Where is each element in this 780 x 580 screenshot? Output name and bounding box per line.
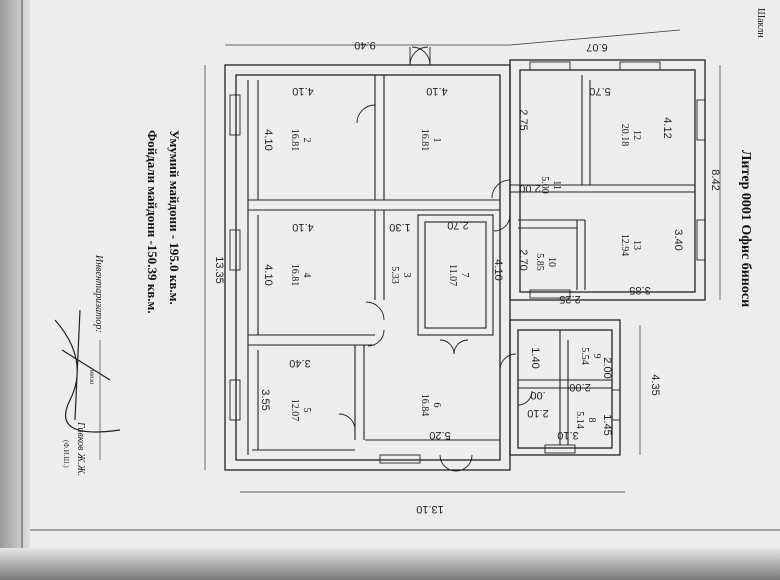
room-area: 16.84 xyxy=(419,394,430,417)
paper-shadow-left xyxy=(0,0,30,580)
room-3: 3 5.33 xyxy=(389,266,412,284)
dim-wall: 1.30 xyxy=(389,221,410,233)
room-11: 11 5.00 xyxy=(539,176,562,194)
dim-wall: 3.40 xyxy=(672,229,684,250)
dim-wall: 2.00 xyxy=(601,357,613,378)
dim-wall: 3.85 xyxy=(629,284,650,296)
dim-overall: 6.07 xyxy=(586,41,607,53)
corner-text: Шаклн xyxy=(755,8,766,38)
room-7: 7 11.07 xyxy=(447,264,470,286)
room-area: 5.85 xyxy=(534,253,545,271)
room-number: 4 xyxy=(301,273,312,278)
dim-wall: 4.10 xyxy=(426,85,447,97)
room-number: 6 xyxy=(431,403,442,408)
room-area: 16.81 xyxy=(419,129,430,152)
dim-wall: 2.70 xyxy=(447,219,468,231)
window-marks xyxy=(229,61,706,464)
room-number: 11 xyxy=(551,180,562,190)
room-area: 5.00 xyxy=(539,176,550,194)
room-number: 12 xyxy=(631,130,642,140)
inspector-signature xyxy=(54,309,121,433)
room-1: 1 16.81 xyxy=(419,129,442,152)
dim-wall: 4.10 xyxy=(262,264,274,285)
inventory-label: Инвентаризатор: xyxy=(93,254,104,333)
room-area: 16.81 xyxy=(289,129,300,152)
room-area: 5.33 xyxy=(389,266,400,284)
room-number: 3 xyxy=(401,273,412,278)
room-number: 13 xyxy=(631,240,642,250)
dim-wall: 2.10 xyxy=(527,407,548,419)
dim-wall: 1.40 xyxy=(529,347,541,368)
useful-area: Фойдали майдони -150.39 кв.м. xyxy=(145,130,160,314)
dim-wall: 3.10 xyxy=(557,429,578,441)
room-8: 8 5.14 xyxy=(574,411,597,429)
dim-wall: 2.75 xyxy=(517,109,529,130)
room-number: 9 xyxy=(591,354,602,359)
dim-overall: 4.35 xyxy=(649,374,661,395)
plan-title: Литер 0001 Офис биноси xyxy=(738,150,753,307)
dim-wall: 2.70 xyxy=(517,249,529,270)
paper-shadow-bottom xyxy=(0,548,780,580)
dim-overall: 9.40 xyxy=(354,39,375,51)
room-12: 12 20.18 xyxy=(619,124,642,147)
room-number: 10 xyxy=(546,257,557,267)
dim-wall: 2.25 xyxy=(559,293,580,305)
dim-overall: 13.10 xyxy=(416,503,444,515)
room-area: 5.14 xyxy=(574,411,585,429)
room-10: 10 5.85 xyxy=(534,253,557,271)
dim-wall: 3.40 xyxy=(289,357,310,369)
room-labels: 1 16.81 2 16.81 3 5.33 4 16.81 5 12.07 6… xyxy=(289,124,642,429)
room-number: 2 xyxy=(301,138,312,143)
room-5: 5 12.07 xyxy=(289,399,312,422)
dim-wall: 4.12 xyxy=(661,117,673,138)
room-area: 5.54 xyxy=(579,347,590,365)
room-2: 2 16.81 xyxy=(289,129,312,152)
room-number: 8 xyxy=(586,418,597,423)
dim-wall: 4.10 xyxy=(292,85,313,97)
interior-walls xyxy=(247,75,695,455)
inventory-name-caption: (Ф.И.Ш.) xyxy=(62,440,70,468)
dim-wall: 4.10 xyxy=(492,259,504,280)
door-swings xyxy=(338,46,533,472)
room-area: 11.07 xyxy=(447,264,458,286)
signature-caption: имзо xyxy=(88,370,96,385)
room-area: 12.07 xyxy=(289,399,300,422)
dim-wall: 2.00 xyxy=(519,182,540,194)
dim-overall: 13.35 xyxy=(213,256,225,284)
room-number: 7 xyxy=(459,273,470,278)
wall-dimensions: 4.10 4.10 4.10 4.10 4.10 4.10 2.75 2.70 … xyxy=(259,85,684,441)
inventory-name: Гивков Ж.Ж. xyxy=(75,421,86,476)
room-number: 5 xyxy=(301,408,312,413)
dim-wall: 4.10 xyxy=(292,221,313,233)
room-9: 9 5.54 xyxy=(579,347,602,365)
dim-wall: 3.55 xyxy=(259,389,271,410)
room-4: 4 16.81 xyxy=(289,264,312,287)
dim-wall: 2.00 xyxy=(569,381,590,393)
dim-wall: .00 xyxy=(530,389,545,401)
overall-dimensions: 9.40 6.07 8.42 13.35 13.10 4.35 xyxy=(213,39,721,515)
dim-wall: 5.20 xyxy=(429,429,450,441)
dim-overall: 8.42 xyxy=(709,169,721,190)
room-area: 12.94 xyxy=(619,234,630,257)
room-13: 13 12.94 xyxy=(619,234,642,257)
dim-wall: 5.70 xyxy=(589,85,610,97)
room-area: 16.81 xyxy=(289,264,300,287)
dim-wall: 1.45 xyxy=(601,414,613,435)
dim-wall: 4.10 xyxy=(262,129,274,150)
total-area: Умумий майдони - 195.0 кв.м. xyxy=(167,130,182,305)
room-number: 1 xyxy=(431,138,442,143)
room-area: 20.18 xyxy=(619,124,630,147)
room-6: 6 16.84 xyxy=(419,394,442,417)
dimension-lines xyxy=(204,29,721,493)
